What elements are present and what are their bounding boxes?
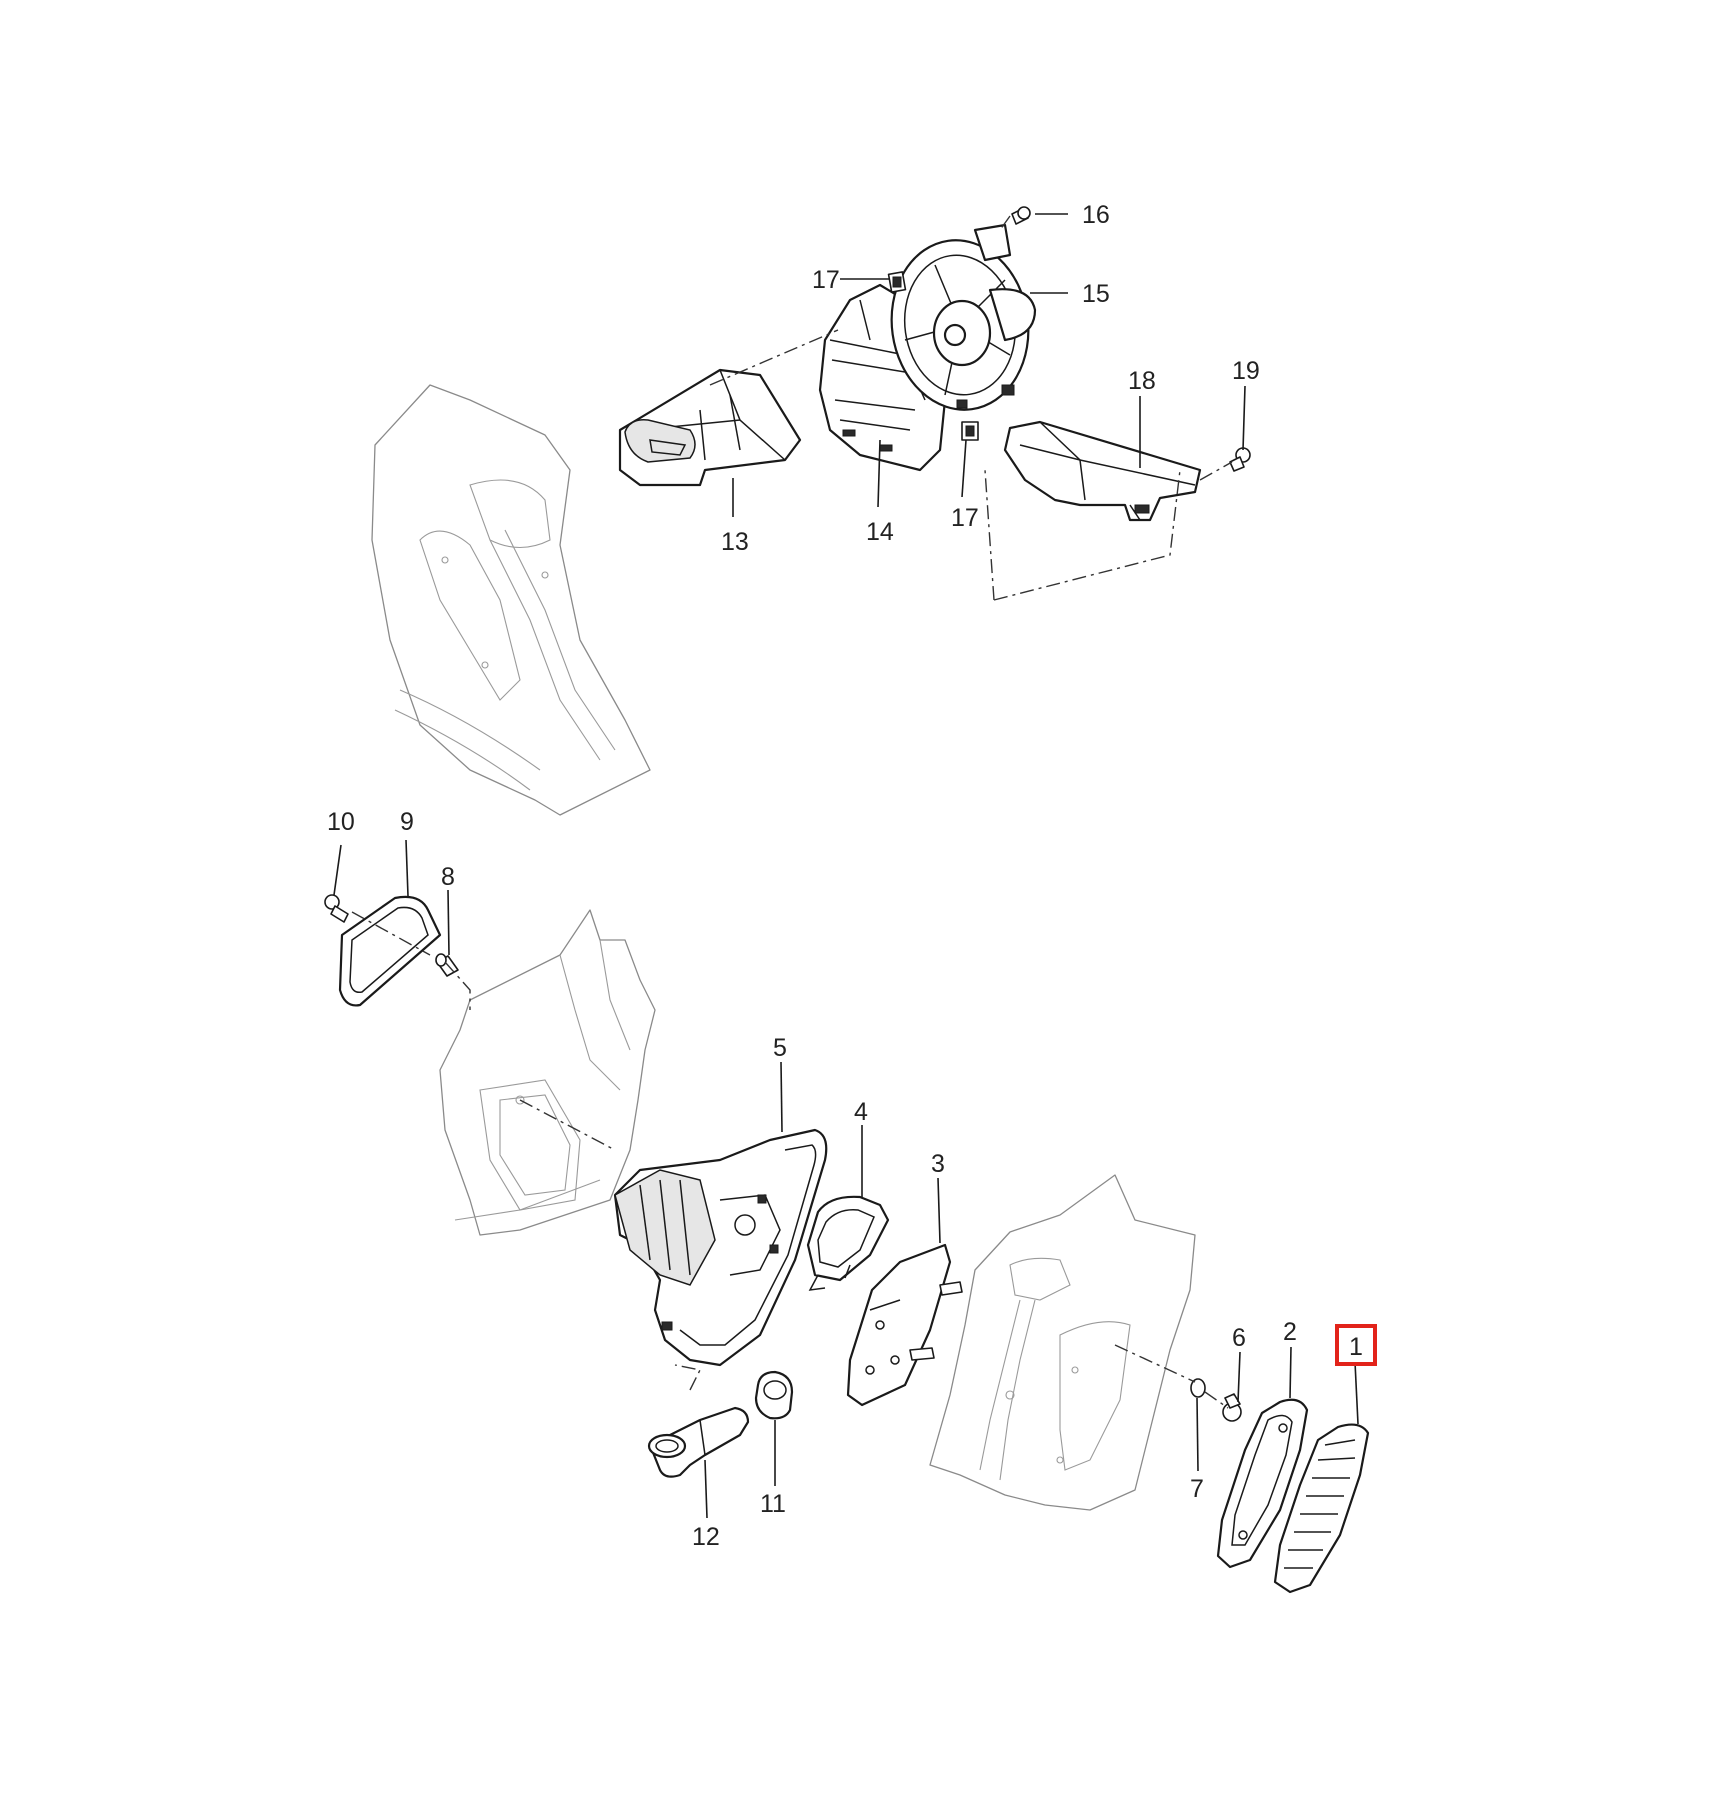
- label-12: 12: [692, 1523, 720, 1551]
- part-16-screw: [1011, 206, 1031, 225]
- part-13-air-duct: [618, 368, 802, 487]
- label-13: 13: [721, 528, 749, 556]
- label-19: 19: [1232, 357, 1260, 385]
- part-1-intake-grille: [1273, 1423, 1370, 1594]
- part-17-clip-upper: [887, 271, 907, 293]
- part-12-hose: [647, 1406, 750, 1478]
- label-1: 1: [1349, 1333, 1363, 1361]
- label-7: 7: [1190, 1475, 1204, 1503]
- label-9: 9: [400, 808, 414, 836]
- middle-body-panel: [439, 909, 656, 1236]
- part-2-frame: [1216, 1398, 1309, 1569]
- label-18: 18: [1128, 367, 1156, 395]
- highlight-box-part-1: [1335, 1324, 1377, 1366]
- label-5: 5: [773, 1034, 787, 1062]
- part-19-screw: [1229, 447, 1251, 472]
- label-11: 11: [760, 1490, 786, 1518]
- part-4-seal: [806, 1195, 890, 1291]
- label-17-upper: 17: [812, 266, 840, 294]
- label-3: 3: [931, 1150, 945, 1178]
- label-4: 4: [854, 1098, 868, 1126]
- part-9-frame: [338, 895, 442, 1007]
- label-8: 8: [441, 863, 455, 891]
- leader-lines: [333, 213, 1359, 1519]
- assembly-lines-upper: [709, 215, 1233, 601]
- part-11-sleeve: [754, 1370, 794, 1420]
- part-10-screw: [324, 894, 349, 923]
- part-3-mounting-plate: [846, 1243, 963, 1407]
- part-7-o-ring: [1190, 1378, 1206, 1398]
- part-17-clip-lower: [961, 421, 979, 441]
- label-10: 10: [327, 808, 355, 836]
- upper-body-panel: [371, 384, 651, 816]
- label-6: 6: [1232, 1324, 1246, 1352]
- label-15: 15: [1082, 280, 1110, 308]
- part-18-duct-bracket: [1003, 420, 1202, 522]
- part-8-plug: [435, 953, 459, 977]
- lower-body-panel: [929, 1174, 1196, 1511]
- part-labels: 16 15 17 18 19 13 14 17 10 9 8 5 4 3 6 2…: [327, 201, 1377, 1551]
- part-15-fan: [890, 223, 1037, 411]
- part-5-intake-housing: [613, 1128, 828, 1367]
- assembly-lines-lower: [351, 911, 1229, 1409]
- label-16: 16: [1082, 201, 1110, 229]
- label-17-lower: 17: [951, 504, 979, 532]
- label-14: 14: [866, 518, 894, 546]
- label-2: 2: [1283, 1318, 1297, 1346]
